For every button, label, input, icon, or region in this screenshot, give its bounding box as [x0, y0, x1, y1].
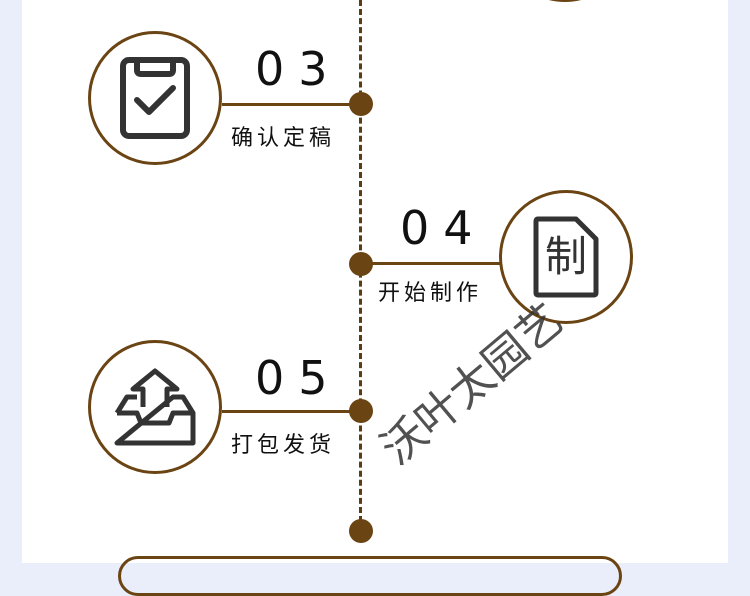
step-04-connector [361, 262, 501, 265]
step-03-dot [349, 92, 373, 116]
document-zhi-text: 制 [545, 232, 587, 281]
step-04-dot [349, 252, 373, 276]
step-03-icon-circle [88, 31, 222, 165]
step-05-connector [222, 410, 362, 413]
clipboard-check-icon [120, 57, 190, 139]
step-05-icon-circle [88, 340, 222, 474]
step-04-icon-circle: 制 [499, 190, 633, 324]
step-03-label: 确认定稿 [231, 126, 336, 151]
next-section-box [118, 556, 622, 596]
step-05-number: 05 [255, 351, 342, 405]
timeline-end-dot [349, 519, 373, 543]
step-05-dot [349, 399, 373, 423]
step-04-number: 04 [400, 201, 487, 255]
step-03-number: 03 [255, 42, 342, 96]
document-zhi-icon: 制 [533, 216, 599, 298]
step-03-connector [222, 103, 362, 106]
step-04-label: 开始制作 [378, 281, 483, 306]
step-05-label: 打包发货 [231, 433, 336, 458]
inbox-upload-icon [114, 368, 196, 446]
